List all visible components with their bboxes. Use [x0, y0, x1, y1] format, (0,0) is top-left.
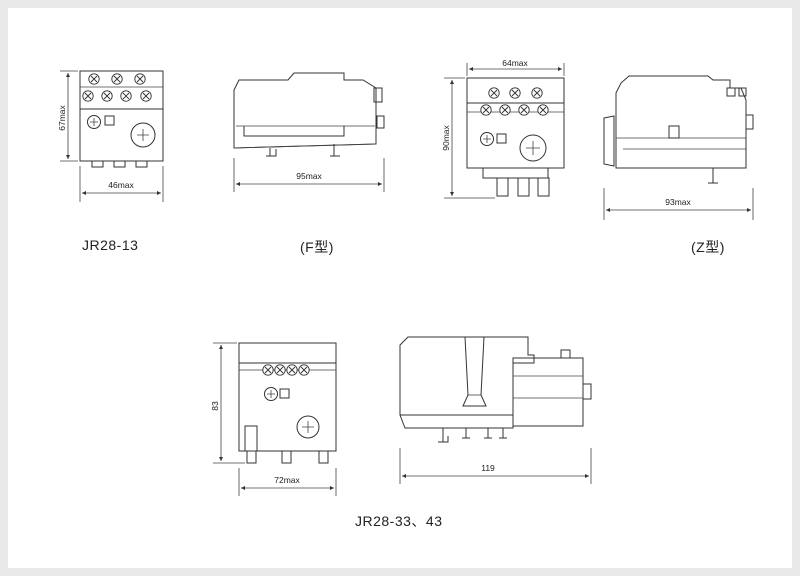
jr28-33-side-view: [399, 336, 592, 443]
z-type-width-dimension: 64max: [466, 58, 565, 76]
model-label-jr28-33-43: JR28-33、43: [355, 513, 443, 529]
z-type-width-text: 64max: [502, 58, 528, 68]
dimension-drawing: 67max 46max 95max: [57, 58, 754, 496]
jr28-33-height-dimension: 83: [210, 342, 245, 464]
z-type-depth-text: 93max: [665, 197, 691, 207]
model-label-jr28-13: JR28-13: [82, 237, 139, 253]
z-type-depth-dimension: 93max: [603, 188, 754, 220]
jr28-33-height-text: 83: [210, 401, 220, 411]
f-type-depth-dimension: 95max: [233, 158, 385, 192]
jr28-13-front-view: [79, 70, 164, 168]
jr28-33-depth-text: 119: [481, 463, 495, 473]
jr28-33-width-text: 72max: [274, 475, 300, 485]
z-type-height-dimension: 90max: [441, 77, 495, 199]
f-type-side-view: [233, 72, 385, 157]
z-type-front-view: [466, 77, 565, 197]
z-type-side-view: [603, 75, 754, 184]
jr28-33-depth-dimension: 119: [399, 448, 592, 484]
jr28-13-width-dimension: 46max: [79, 166, 164, 202]
jr28-13-width-text: 46max: [108, 180, 134, 190]
z-type-height-text: 90max: [441, 124, 451, 150]
jr28-13-height-dimension: 67max: [57, 70, 78, 162]
f-type-label: (F型): [300, 239, 334, 255]
jr28-33-front-view: [238, 342, 337, 464]
f-type-depth-text: 95max: [296, 171, 322, 181]
z-type-label: (Z型): [691, 239, 725, 255]
drawing-sheet: 67max 46max 95max: [8, 8, 792, 568]
jr28-13-height-text: 67max: [57, 104, 67, 130]
jr28-33-width-dimension: 72max: [238, 468, 337, 496]
